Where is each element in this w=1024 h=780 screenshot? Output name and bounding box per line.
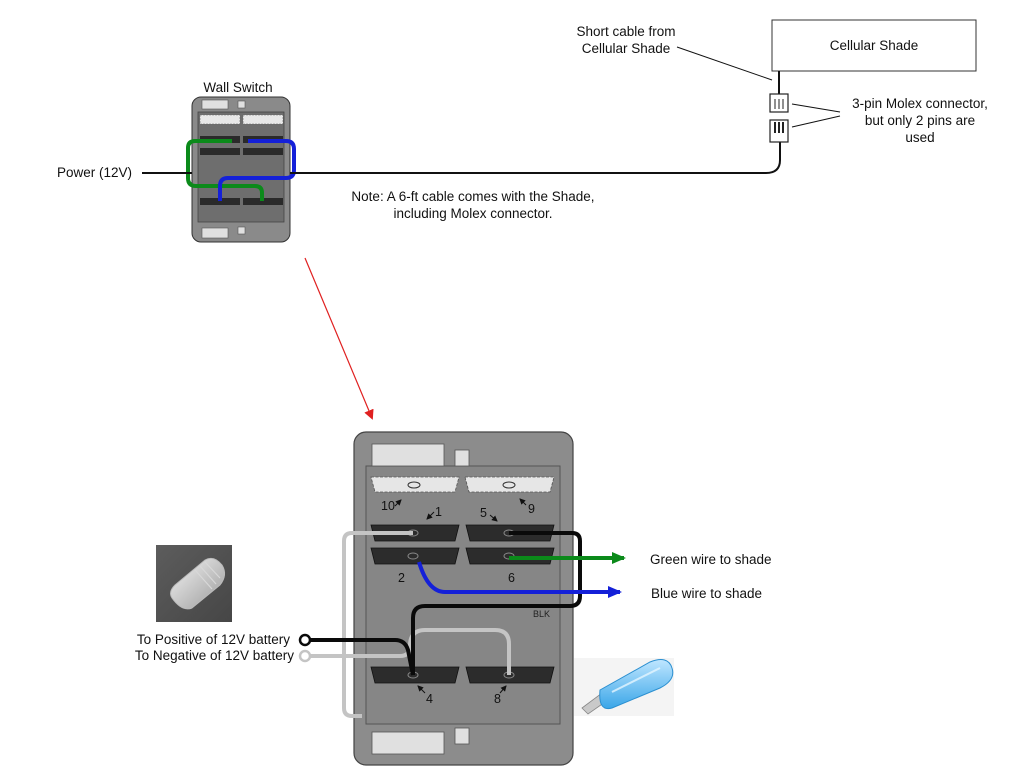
molex-label-line3: used (905, 130, 934, 145)
positive-battery-label: To Positive of 12V battery (137, 632, 290, 647)
cellular-shade-label: Cellular Shade (830, 38, 919, 53)
terminal-label-5: 5 (480, 506, 487, 520)
negative-terminal-icon (298, 649, 312, 663)
zoom-arrow (304, 257, 374, 420)
terminal-2 (370, 547, 460, 565)
terminal-pointer-8 (499, 685, 507, 694)
spade-connector-photo (574, 658, 674, 716)
blue-wire-small (218, 139, 296, 201)
terminal-pointer-10 (394, 499, 402, 507)
green-wire-small (186, 139, 264, 201)
molex-pointer-2 (791, 115, 841, 128)
note-line1: Note: A 6-ft cable comes with the Shade, (351, 189, 594, 204)
terminal-label-8: 8 (494, 692, 501, 706)
blue-wire-label: Blue wire to shade (651, 586, 762, 601)
black-jumper-wire (411, 531, 582, 675)
note-line2: including Molex connector. (393, 206, 552, 221)
terminal-pointer-9 (519, 498, 527, 506)
positive-terminal-icon (298, 633, 312, 647)
cable-pointer (676, 46, 773, 81)
terminal-pointer-4 (417, 685, 426, 694)
terminal-9-hole (502, 481, 516, 489)
wire-cap-photo (156, 545, 232, 622)
wall-switch-small (191, 96, 291, 243)
terminal-label-6: 6 (508, 571, 515, 585)
terminal-pointer-5 (489, 514, 498, 522)
cable-label-line1: Short cable from (576, 24, 675, 39)
gray-loop-wire (342, 531, 413, 718)
terminal-label-2: 2 (398, 571, 405, 585)
power-label: Power (12V) (57, 165, 132, 180)
negative-battery-label: To Negative of 12V battery (135, 648, 294, 663)
cellular-shade-box (771, 19, 977, 72)
shade-cable (290, 142, 781, 174)
green-wire-label: Green wire to shade (650, 552, 772, 567)
molex-label-line2: but only 2 pins are (865, 113, 975, 128)
terminal-label-10: 10 (381, 499, 395, 513)
blue-wire-out (417, 561, 622, 598)
wall-switch-label: Wall Switch (203, 80, 272, 95)
terminal-label-1: 1 (435, 505, 442, 519)
terminal-9 (464, 476, 555, 493)
black-positive-wire (305, 638, 415, 676)
cable-label-line2: Cellular Shade (582, 41, 671, 56)
terminal-pointer-1 (426, 511, 435, 520)
terminal-1 (370, 524, 460, 542)
terminal-label-9: 9 (528, 502, 535, 516)
terminal-10 (370, 476, 460, 493)
terminal-label-4: 4 (426, 692, 433, 706)
molex-label-line1: 3-pin Molex connector, (852, 96, 988, 111)
molex-connector-icon (769, 93, 789, 143)
terminal-2-hole (407, 552, 419, 560)
blk-label: BLK (533, 609, 550, 619)
terminal-10-hole (407, 481, 421, 489)
molex-pointer-1 (791, 103, 841, 113)
